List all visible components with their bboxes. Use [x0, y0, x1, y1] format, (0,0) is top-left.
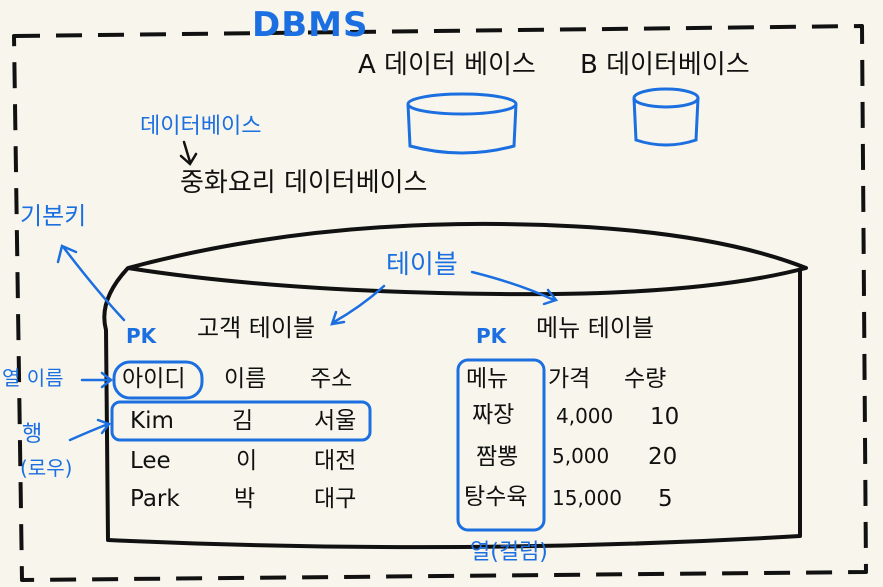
column-highlight	[456, 358, 546, 532]
database-annotation: 데이터베이스	[140, 114, 262, 139]
database-b-icon	[632, 87, 700, 147]
primary-key-arrow	[56, 244, 126, 322]
customer-cell: 김	[232, 408, 254, 434]
row-alias-annotation: (로우)	[20, 456, 73, 480]
customer-header-address: 주소	[310, 366, 353, 392]
column-name-annotation: 열 이름	[2, 366, 64, 390]
row-highlight	[110, 400, 372, 442]
customer-cell: Kim	[130, 408, 174, 434]
menu-cell: 탕수육	[464, 484, 528, 510]
database-a-icon	[406, 92, 518, 155]
menu-cell: 5,000	[552, 444, 610, 468]
id-column-highlight	[112, 360, 204, 400]
menu-header-menu: 메뉴	[466, 366, 509, 392]
customer-cell: 서울	[314, 408, 357, 434]
chinese-db-cylinder	[102, 221, 808, 550]
menu-pk-label: PK	[476, 324, 507, 348]
database-a-label: A 데이터 베이스	[358, 50, 536, 80]
table-annotation: 테이블	[386, 250, 458, 280]
menu-cell: 10	[650, 404, 680, 430]
menu-cell: 4,000	[556, 404, 614, 428]
dbms-label: DBMS	[252, 5, 369, 45]
row-arrow	[68, 418, 112, 442]
customer-table-title: 고객 테이블	[197, 314, 316, 342]
column-annotation: 열(컬럼)	[470, 540, 548, 565]
menu-cell: 5	[658, 486, 673, 512]
customer-cell: 박	[234, 486, 256, 512]
menu-cell: 짜장	[472, 402, 515, 428]
menu-cell: 20	[648, 444, 678, 470]
chinese-db-label: 중화요리 데이터베이스	[180, 168, 428, 198]
menu-cell: 15,000	[552, 486, 622, 510]
column-name-arrow	[80, 371, 114, 389]
menu-table-title: 메뉴 테이블	[536, 314, 655, 342]
row-annotation: 행	[22, 422, 43, 447]
menu-cell: 짬뽕	[476, 444, 519, 470]
database-b-label: B 데이터베이스	[580, 50, 750, 80]
table-arrow-left	[330, 284, 386, 326]
dbms-boundary	[12, 24, 868, 582]
customer-cell: 대구	[314, 486, 357, 512]
database-arrow	[179, 140, 198, 166]
menu-header-price: 가격	[548, 366, 591, 392]
customer-cell: 대전	[314, 448, 357, 474]
primary-key-annotation: 기본키	[20, 202, 87, 230]
customer-cell: Park	[130, 486, 180, 512]
table-arrow-right	[470, 270, 559, 306]
customer-header-id: 아이디	[122, 366, 186, 392]
customer-cell: 이	[236, 448, 258, 474]
menu-header-qty: 수량	[624, 366, 667, 392]
customer-pk-label: PK	[126, 324, 157, 348]
customer-cell: Lee	[130, 448, 171, 474]
customer-header-name: 이름	[224, 366, 267, 392]
